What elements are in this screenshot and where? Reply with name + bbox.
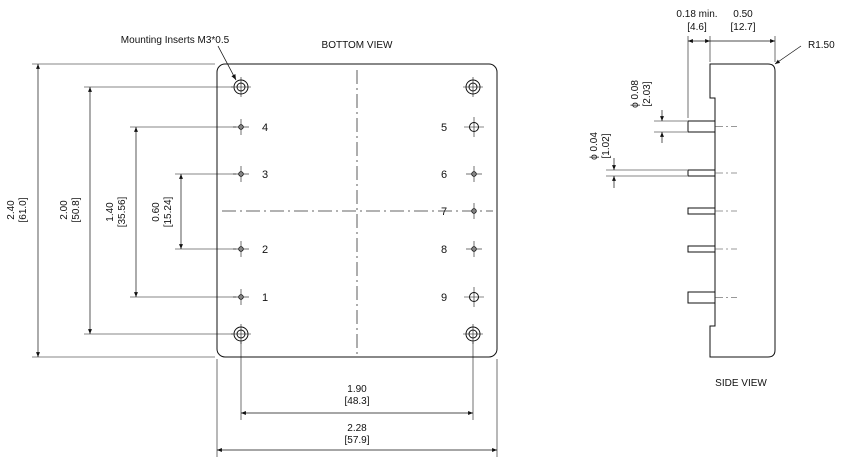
radius-callout: R1.50 — [774, 40, 835, 65]
svg-text:2.40: 2.40 — [6, 200, 17, 220]
mounting-inserts-label: Mounting Inserts M3*0.5 — [121, 35, 230, 46]
pin-8: 8 — [441, 241, 482, 257]
svg-text:0.60: 0.60 — [151, 202, 162, 222]
pin-3: 3 — [233, 166, 268, 182]
svg-text:2.28: 2.28 — [347, 423, 367, 434]
dim-overall-height: 2.40 [61.0] — [6, 63, 215, 358]
pin-label: 6 — [441, 169, 447, 181]
dim-pin-span: 1.40 [35.56] — [105, 126, 236, 298]
pin-5: 5 — [441, 117, 484, 137]
dim-pin-length: 0.18 min. [4.6] — [676, 9, 718, 118]
pin-label: 5 — [441, 122, 447, 134]
side-pin — [687, 245, 737, 253]
dim-mounting-width: 1.90 [48.3] — [240, 342, 474, 420]
pin-6: 6 — [441, 166, 482, 182]
mounting-insert — [231, 77, 251, 97]
pin-label: 9 — [441, 292, 447, 304]
svg-text:[57.9]: [57.9] — [344, 435, 369, 446]
svg-text:[2.03]: [2.03] — [642, 81, 653, 106]
side-pin — [687, 207, 737, 215]
side-body-outline — [709, 63, 776, 358]
svg-text:ϕ 0.04: ϕ 0.04 — [589, 132, 600, 160]
svg-text:1.40: 1.40 — [105, 202, 116, 222]
dim-pin-diameter-small: ϕ 0.04 [1.02] — [589, 132, 687, 188]
svg-text:1.90: 1.90 — [347, 384, 367, 395]
side-pin — [687, 120, 737, 133]
pin-9: 9 — [441, 287, 484, 307]
bottom-view: BOTTOM VIEW Mounting Inserts M3*0.5 — [6, 35, 498, 457]
mounting-insert — [463, 77, 483, 97]
svg-text:[4.6]: [4.6] — [687, 22, 707, 33]
svg-text:ϕ 0.08: ϕ 0.08 — [630, 80, 641, 108]
svg-text:0.50: 0.50 — [733, 9, 753, 20]
pin-label: 3 — [262, 169, 268, 181]
mounting-insert — [463, 324, 483, 344]
mounting-leader — [217, 45, 237, 81]
pin-label: 4 — [262, 122, 268, 134]
pin-label: 8 — [441, 244, 447, 256]
mounting-insert — [231, 324, 251, 344]
pin-2: 2 — [233, 241, 268, 257]
svg-text:R1.50: R1.50 — [808, 40, 835, 51]
pin-label: 7 — [441, 206, 447, 218]
svg-text:[12.7]: [12.7] — [730, 22, 755, 33]
side-pin — [687, 169, 737, 177]
pin-7: 7 — [441, 203, 477, 219]
dim-thickness: 0.50 [12.7] — [710, 9, 776, 62]
dim-overall-width: 2.28 [57.9] — [216, 359, 498, 457]
svg-text:[1.02]: [1.02] — [601, 133, 612, 158]
dim-mounting-span: 2.00 [50.8] — [59, 86, 233, 335]
svg-text:2.00: 2.00 — [59, 200, 70, 220]
side-view: SIDE VIEW 0.18 min. — [589, 9, 835, 389]
pin-4: 4 — [233, 119, 268, 135]
dim-pin-pitch: 0.60 [15.24] — [151, 173, 236, 250]
pin-label: 2 — [262, 244, 268, 256]
bottom-view-title: BOTTOM VIEW — [322, 40, 393, 51]
svg-text:[61.0]: [61.0] — [18, 197, 29, 222]
svg-text:[35.56]: [35.56] — [117, 196, 128, 227]
module-outline — [216, 63, 498, 358]
side-view-title: SIDE VIEW — [715, 378, 767, 389]
side-pin — [687, 291, 737, 304]
svg-text:[48.3]: [48.3] — [344, 396, 369, 407]
pin-label: 1 — [262, 292, 268, 304]
svg-text:0.18 min.: 0.18 min. — [676, 9, 717, 20]
svg-text:[15.24]: [15.24] — [163, 196, 174, 227]
dim-pin-diameter-large: ϕ 0.08 [2.03] — [630, 80, 687, 143]
svg-text:[50.8]: [50.8] — [71, 197, 82, 222]
pin-1: 1 — [233, 289, 268, 305]
